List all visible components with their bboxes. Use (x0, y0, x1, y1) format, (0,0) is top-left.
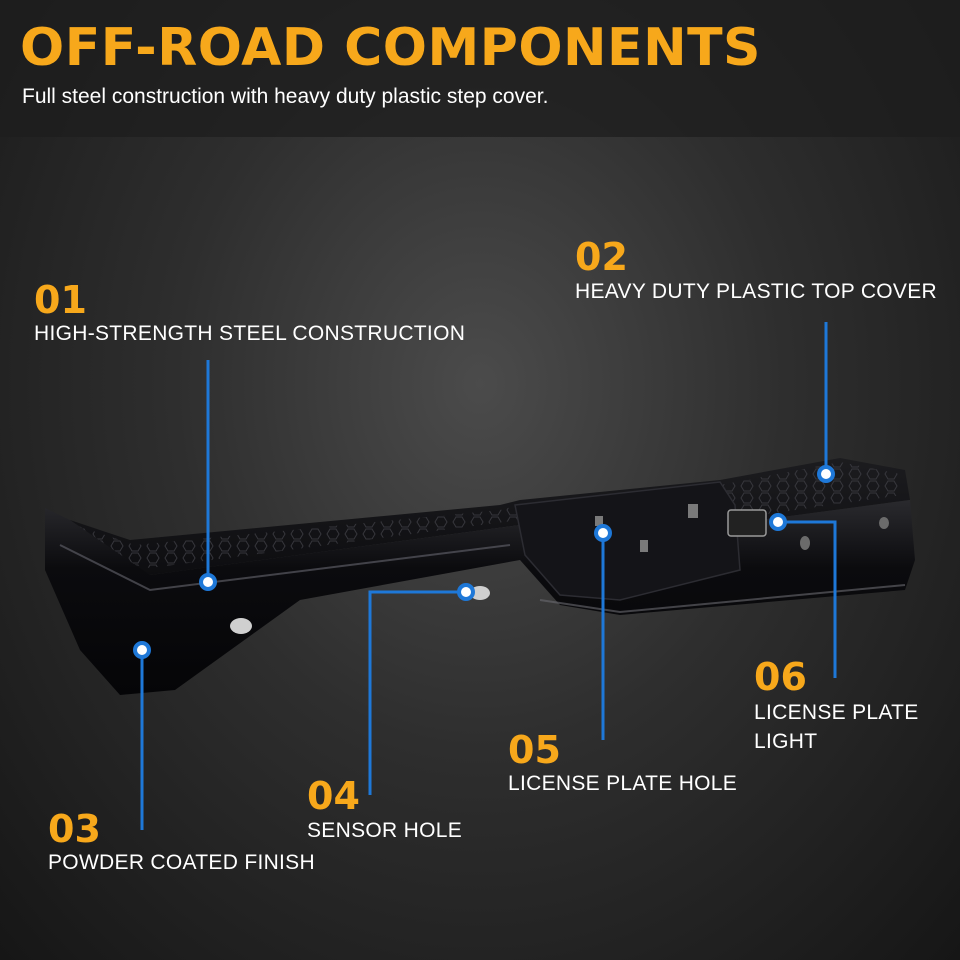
sensor-hole-left (230, 618, 252, 634)
callout-04-number: 04 (307, 774, 360, 818)
callout-05-number: 05 (508, 728, 561, 772)
license-plate-recess (514, 481, 741, 601)
callout-06-number: 06 (754, 655, 807, 699)
callout-04-line (368, 590, 466, 795)
bumper-highlight (59, 544, 511, 592)
license-plate-hole-1 (595, 516, 603, 526)
bumper-highlight-right (539, 584, 906, 614)
callout-06-label-line1: LICENSE PLATE (754, 701, 919, 724)
header-banner: OFF-ROAD COMPONENTS Full steel construct… (0, 0, 960, 137)
callout-01-number: 01 (34, 278, 87, 322)
sensor-hole-right-1 (800, 536, 810, 550)
license-plate-light (727, 509, 767, 537)
callout-03-label: POWDER COATED FINISH (48, 851, 315, 874)
callout-02-dot (817, 465, 835, 483)
callout-02-number: 02 (575, 235, 628, 279)
callout-03-number: 03 (48, 807, 101, 851)
callout-06-line (778, 520, 837, 678)
callout-04-label: SENSOR HOLE (307, 819, 463, 842)
callout-01-label: HIGH-STRENGTH STEEL CONSTRUCTION (34, 322, 466, 345)
callout-03-dot (133, 641, 151, 659)
callout-06-label: LICENSE PLATE LIGHT (754, 698, 919, 756)
sensor-hole (470, 586, 490, 600)
license-plate-hole-3 (688, 504, 698, 518)
callout-05-label: LICENSE PLATE HOLE (508, 772, 738, 795)
license-plate-hole-2 (640, 540, 648, 552)
callout-06-dot (769, 513, 787, 531)
sensor-hole-right-2 (879, 517, 889, 529)
page-title: OFF-ROAD COMPONENTS (20, 18, 762, 78)
callout-04-dot (457, 583, 475, 601)
callout-02-label: HEAVY DUTY PLASTIC TOP COVER (575, 280, 938, 303)
callout-05-dot (594, 524, 612, 542)
callout-01-dot (199, 573, 217, 591)
page-subtitle: Full steel construction with heavy duty … (22, 85, 549, 108)
callout-06-label-line2: LIGHT (754, 730, 818, 753)
